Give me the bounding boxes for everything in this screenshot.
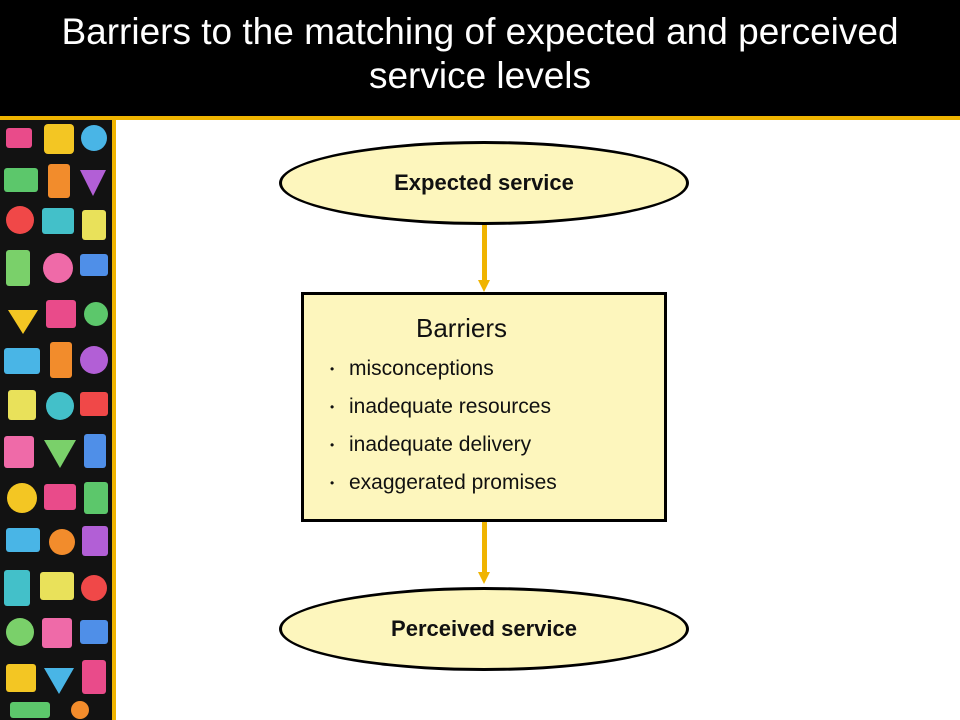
title-bar: Barriers to the matching of expected and… xyxy=(0,0,960,116)
barriers-heading: Barriers xyxy=(416,313,508,343)
side-divider xyxy=(112,120,116,720)
arrow-line-bottom xyxy=(482,522,487,572)
barrier-item: inadequate resources xyxy=(330,395,557,433)
barrier-item: inadequate delivery xyxy=(330,433,557,471)
arrow-line-top xyxy=(482,225,487,280)
expected-service-node: Expected service xyxy=(279,141,689,225)
barriers-box: Barriers misconceptions inadequate resou… xyxy=(301,292,667,522)
perceived-service-node: Perceived service xyxy=(279,587,689,671)
expected-service-label: Expected service xyxy=(394,170,574,195)
arrow-head-top xyxy=(478,280,490,292)
decorative-icon-panel xyxy=(0,120,112,720)
perceived-service-label: Perceived service xyxy=(391,616,577,641)
arrow-head-bottom xyxy=(478,572,490,584)
slide-title: Barriers to the matching of expected and… xyxy=(61,11,899,96)
barrier-item: exaggerated promises xyxy=(330,471,557,509)
icon-collage-image xyxy=(0,120,112,720)
title-divider xyxy=(0,116,960,120)
barrier-item: misconceptions xyxy=(330,357,557,395)
barriers-list: misconceptions inadequate resources inad… xyxy=(330,357,557,509)
